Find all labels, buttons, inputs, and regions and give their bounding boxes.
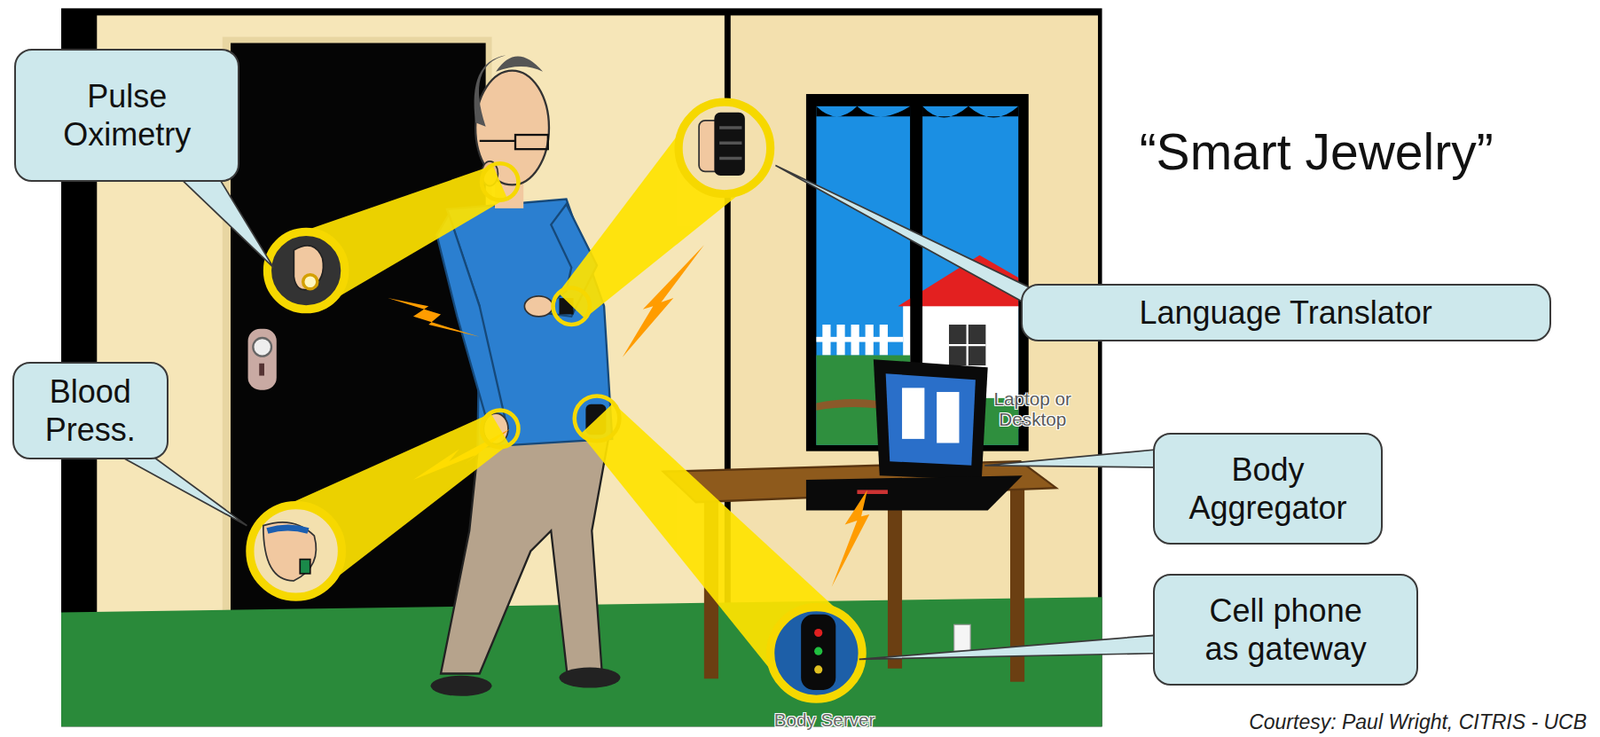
laptop-part bbox=[886, 373, 976, 466]
inset-body-server-part bbox=[800, 614, 836, 691]
inset-body-server bbox=[770, 607, 863, 700]
title-text: “Smart Jewelry” bbox=[1085, 122, 1547, 181]
lightning-bolts-part bbox=[387, 298, 480, 338]
callout-text-group: Body Aggregator bbox=[1174, 450, 1361, 527]
table-part bbox=[887, 494, 902, 669]
callout-text-group: Blood Press. bbox=[23, 372, 157, 449]
callout-text-group: Language Translator bbox=[1139, 293, 1433, 332]
credit-note: Courtesy: Paul Wright, CITRIS - UCB bbox=[1020, 711, 1588, 734]
illustration-label: Body Server bbox=[773, 710, 876, 731]
inset-body-server-part bbox=[814, 628, 823, 637]
man-part bbox=[436, 214, 505, 424]
room-part bbox=[248, 329, 277, 391]
inset-body-server-part bbox=[814, 647, 823, 656]
inset-watch-part bbox=[719, 156, 742, 160]
man bbox=[431, 54, 621, 697]
inset-watch-part bbox=[719, 125, 742, 129]
beams-part bbox=[272, 413, 510, 591]
room-part bbox=[252, 337, 272, 357]
man-part bbox=[515, 134, 549, 150]
room-part bbox=[954, 624, 971, 651]
inset-ring-part bbox=[250, 505, 343, 598]
window-part bbox=[949, 344, 986, 346]
inset-ear-part bbox=[293, 245, 323, 291]
inset-ear-part bbox=[266, 231, 345, 309]
laptop-part bbox=[806, 475, 1023, 510]
callout-pointers-part bbox=[107, 448, 248, 526]
window-part bbox=[949, 324, 986, 366]
callout-pointers-part bbox=[984, 448, 1161, 468]
man-part bbox=[474, 54, 544, 127]
lightning-bolts bbox=[387, 244, 870, 587]
callout-text-group: Pulse Oximetry bbox=[47, 77, 207, 154]
small-rings bbox=[481, 163, 620, 448]
callout-box: Pulse Oximetry bbox=[14, 48, 240, 182]
callout-text: Cell phone as gateway bbox=[1197, 591, 1375, 668]
callout-box: Cell phone as gateway bbox=[1152, 573, 1419, 687]
window-part-part bbox=[815, 337, 903, 343]
man-part bbox=[431, 675, 493, 697]
window-part bbox=[815, 324, 903, 356]
small-rings-part bbox=[574, 396, 620, 442]
inset-ring-part bbox=[266, 527, 308, 531]
illustration-label: Laptop or Desktop bbox=[991, 389, 1074, 431]
callout-text: Blood Press. bbox=[23, 372, 157, 449]
laptop-part bbox=[936, 392, 959, 444]
man-part bbox=[479, 140, 516, 142]
callout-pointers-part bbox=[775, 165, 1031, 307]
inset-ring bbox=[250, 505, 343, 598]
lightning-bolts-part bbox=[831, 489, 871, 587]
inset-watch bbox=[678, 101, 771, 195]
man-part bbox=[524, 296, 553, 317]
laptop bbox=[806, 359, 1023, 510]
beams bbox=[272, 116, 850, 685]
laptop-part bbox=[901, 387, 925, 440]
callout-pointers-part bbox=[175, 173, 274, 268]
inset-body-server-part bbox=[770, 607, 863, 700]
callout-box: Blood Press. bbox=[12, 361, 169, 459]
callout-pointers-part bbox=[859, 635, 1162, 660]
callout-text: Pulse Oximetry bbox=[47, 77, 207, 154]
callout-box: Body Aggregator bbox=[1152, 432, 1383, 546]
inset-body-server-part bbox=[814, 665, 823, 674]
laptop-part bbox=[856, 489, 888, 495]
inset-watch-part bbox=[678, 101, 771, 195]
laptop-part bbox=[873, 359, 989, 480]
room-part bbox=[258, 363, 265, 377]
man-part bbox=[558, 667, 620, 689]
callout-text: Body Aggregator bbox=[1174, 450, 1361, 527]
small-rings-part bbox=[481, 163, 518, 200]
inset-ear-part bbox=[303, 274, 318, 290]
callout-text: Language Translator bbox=[1139, 293, 1433, 332]
inset-ear bbox=[266, 231, 345, 309]
callout-box: Language Translator bbox=[1020, 283, 1552, 343]
small-rings-part bbox=[481, 410, 518, 448]
inset-watch-part bbox=[719, 141, 742, 145]
inset-watch-part bbox=[713, 112, 746, 176]
callout-text-group: Cell phone as gateway bbox=[1197, 591, 1375, 668]
inset-ring-part bbox=[263, 522, 317, 581]
small-rings-part bbox=[553, 288, 590, 325]
inset-ring-part bbox=[299, 559, 311, 574]
callout-pointers bbox=[107, 165, 1161, 660]
